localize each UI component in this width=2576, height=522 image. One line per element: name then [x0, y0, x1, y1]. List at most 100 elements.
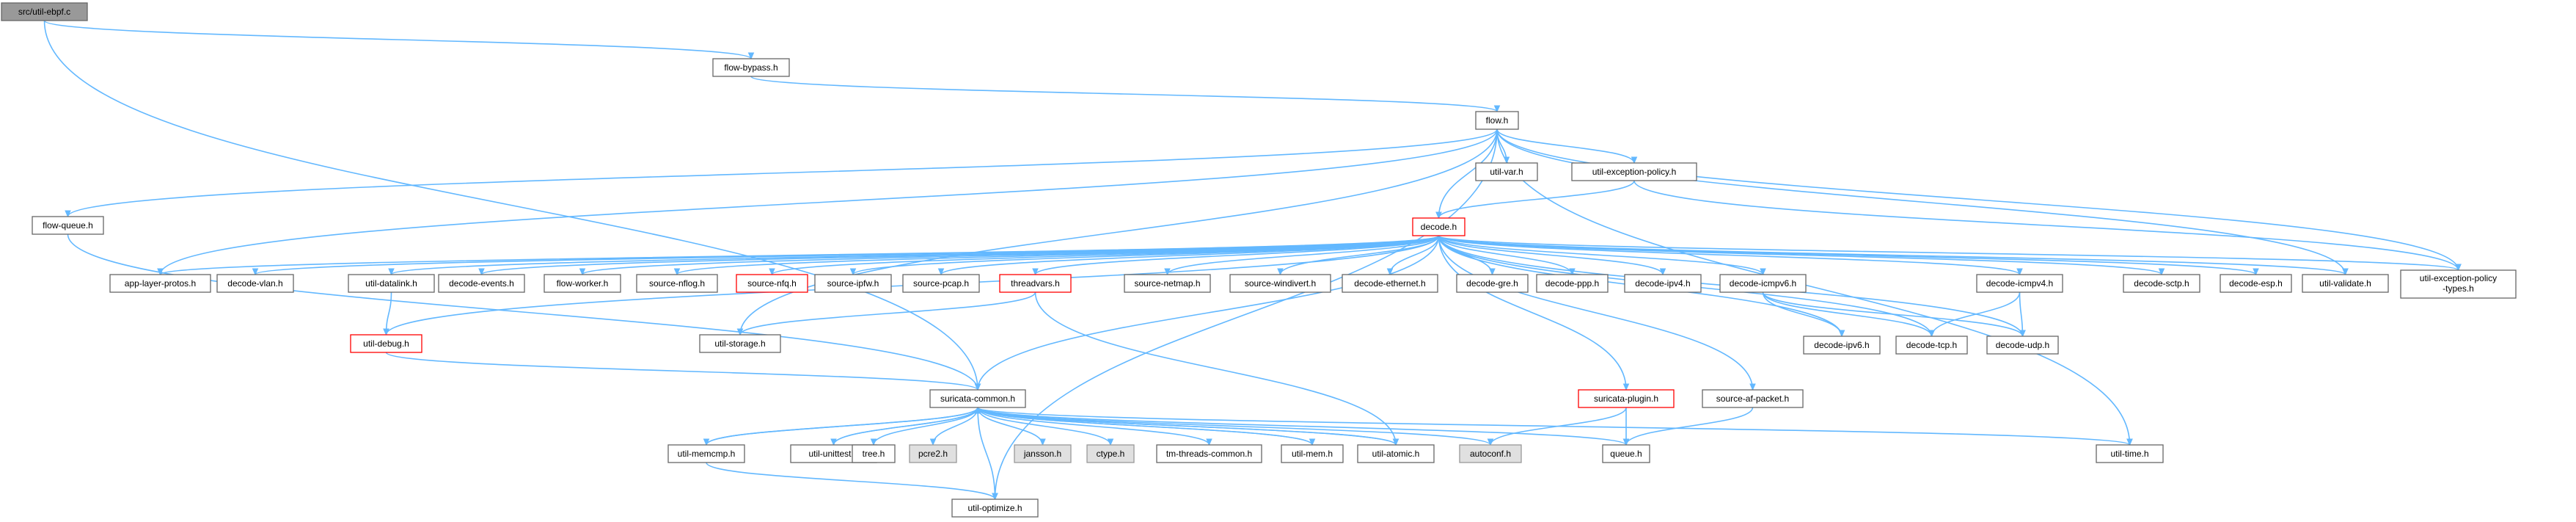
file-node-sourcenetmap[interactable]: source-netmap.h: [1124, 274, 1211, 293]
arrow-head-icon: [1493, 105, 1501, 113]
file-node-flowbypass[interactable]: flow-bypass.h: [712, 58, 790, 77]
file-node-threadvars[interactable]: threadvars.h: [999, 274, 1072, 293]
file-node-decodetcp[interactable]: decode-tcp.h: [1895, 336, 1968, 355]
file-node-decodeppp[interactable]: decode-ppp.h: [1536, 274, 1609, 293]
edge-line: [873, 407, 978, 446]
arrow-head-icon: [937, 268, 945, 276]
arrow-head-icon: [1659, 268, 1666, 276]
arrow-head-icon: [2158, 268, 2165, 276]
file-node-utiltime[interactable]: util-time.h: [2096, 444, 2164, 463]
node-label: util-debug.h: [363, 338, 409, 349]
file-node-suricataplugin[interactable]: suricata-plugin.h: [1578, 389, 1675, 408]
edge-line: [1034, 235, 1440, 275]
edge-line: [977, 407, 1627, 446]
edge-line: [1438, 235, 1764, 275]
node-box: [636, 274, 718, 293]
file-node-ctype[interactable]: ctype.h: [1086, 444, 1135, 463]
file-node-decodeesp[interactable]: decode-esp.h: [2220, 274, 2292, 293]
edge-line: [977, 235, 1440, 391]
file-node-decodeudp[interactable]: decode-udp.h: [1986, 336, 2059, 355]
node-box: [902, 274, 980, 293]
edge-decode-to-decodeipv4: [1438, 235, 1666, 276]
edge-utildatalink-to-utildebug: [383, 291, 392, 336]
node-box: [1578, 389, 1675, 408]
edge-line: [977, 407, 1313, 446]
node-box: [1014, 444, 1072, 463]
node-box: [1602, 444, 1650, 463]
file-node-utilatomic[interactable]: util-atomic.h: [1357, 444, 1435, 463]
file-node-sourceafpacket[interactable]: source-af-packet.h: [1702, 389, 1804, 408]
edge-flowbypass-to-flow: [750, 76, 1501, 113]
file-node-utilvalidate[interactable]: util-validate.h: [2302, 274, 2389, 293]
file-node-queue[interactable]: queue.h: [1602, 444, 1650, 463]
file-node-utilexctypes[interactable]: util-exception-policy-types.h: [2400, 269, 2517, 299]
file-node-decodeicmpv4[interactable]: decode-icmpv4.h: [1976, 274, 2063, 293]
file-node-flow[interactable]: flow.h: [1475, 111, 1519, 130]
file-node-decode[interactable]: decode.h: [1412, 217, 1466, 236]
file-node-utilmem[interactable]: util-mem.h: [1281, 444, 1344, 463]
node-label: source-nfq.h: [747, 278, 797, 289]
dependency-edges: [43, 20, 2462, 501]
file-node-decodesctp[interactable]: decode-sctp.h: [2123, 274, 2200, 293]
edge-line: [739, 291, 1036, 336]
edge-flow-to-applayer: [157, 128, 1498, 276]
file-node-sourceipfw[interactable]: source-ipfw.h: [814, 274, 892, 293]
file-node-sourcenflog[interactable]: source-nflog.h: [636, 274, 718, 293]
node-box: [1719, 274, 1807, 293]
file-node-pcre2[interactable]: pcre2.h: [909, 444, 957, 463]
file-node-utiloptimize[interactable]: util-optimize.h: [951, 499, 1039, 518]
edge-line: [1625, 407, 1754, 446]
edge-line: [385, 352, 978, 391]
file-node-decodeethernet[interactable]: decode-ethernet.h: [1342, 274, 1438, 293]
node-label: decode-udp.h: [1996, 340, 2049, 350]
edge-utilunittest-to-suricatacommon: [833, 406, 981, 446]
arrow-head-icon: [974, 406, 981, 414]
file-node-sourcenfq[interactable]: source-nfq.h: [736, 274, 808, 293]
file-node-sourcepcap[interactable]: source-pcap.h: [902, 274, 980, 293]
edge-line: [1931, 291, 2021, 337]
edge-suricatacommon-to-pcre2: [929, 407, 978, 446]
edge-line: [977, 407, 1111, 446]
file-node-decodeicmpv6[interactable]: decode-icmpv6.h: [1719, 274, 1807, 293]
node-box: [1281, 444, 1344, 463]
file-node-utildebug[interactable]: util-debug.h: [350, 334, 422, 353]
edge-root-to-suricatacommon: [43, 20, 981, 391]
edge-line: [2019, 291, 2024, 337]
edge-line: [1166, 235, 1440, 275]
file-node-decodeipv6[interactable]: decode-ipv6.h: [1803, 336, 1881, 355]
node-label: source-af-packet.h: [1716, 394, 1789, 404]
edge-decode-to-sourceipfw: [849, 235, 1440, 276]
edge-line: [977, 407, 996, 500]
file-node-utilmemcmp[interactable]: util-memcmp.h: [667, 444, 745, 463]
file-node-flowworker[interactable]: flow-worker.h: [544, 274, 621, 293]
arrow-head-icon: [2016, 268, 2023, 276]
file-node-tmthreads[interactable]: tm-threads-common.h: [1156, 444, 1262, 463]
node-label: decode-ipv4.h: [1635, 278, 1690, 289]
file-node-sourcewindivert[interactable]: source-windivert.h: [1229, 274, 1331, 293]
arrow-head-icon: [252, 268, 259, 276]
node-box: [1702, 389, 1804, 408]
file-node-autoconf[interactable]: autoconf.h: [1459, 444, 1522, 463]
file-node-applayer[interactable]: app-layer-protos.h: [109, 274, 211, 293]
arrow-head-icon: [1435, 211, 1442, 220]
node-box: [1475, 111, 1519, 130]
file-node-utilstorage[interactable]: util-storage.h: [699, 334, 781, 353]
node-box: [216, 274, 294, 293]
file-node-decodevlan[interactable]: decode-vlan.h: [216, 274, 294, 293]
file-node-treeh[interactable]: tree.h: [852, 444, 896, 463]
file-node-decodegre[interactable]: decode-gre.h: [1456, 274, 1529, 293]
node-box: [109, 274, 211, 293]
file-node-decodeipv4[interactable]: decode-ipv4.h: [1624, 274, 1702, 293]
file-node-utilexc[interactable]: util-exception-policy.h: [1571, 162, 1697, 181]
file-node-utilvar[interactable]: util-var.h: [1475, 162, 1538, 181]
arrow-head-icon: [1032, 268, 1039, 276]
file-node-flowqueue[interactable]: flow-queue.h: [32, 216, 104, 235]
edge-root-to-flowbypass: [43, 20, 755, 60]
edge-flow-to-utilexc: [1496, 128, 1638, 164]
file-node-jansson[interactable]: jansson.h: [1014, 444, 1072, 463]
edge-sourceafpacket-to-queue: [1622, 407, 1754, 446]
edge-line: [1438, 235, 1754, 391]
file-node-decodeevents[interactable]: decode-events.h: [438, 274, 525, 293]
file-node-utildatalink[interactable]: util-datalink.h: [348, 274, 435, 293]
file-node-suricatacommon[interactable]: suricata-common.h: [929, 389, 1026, 408]
